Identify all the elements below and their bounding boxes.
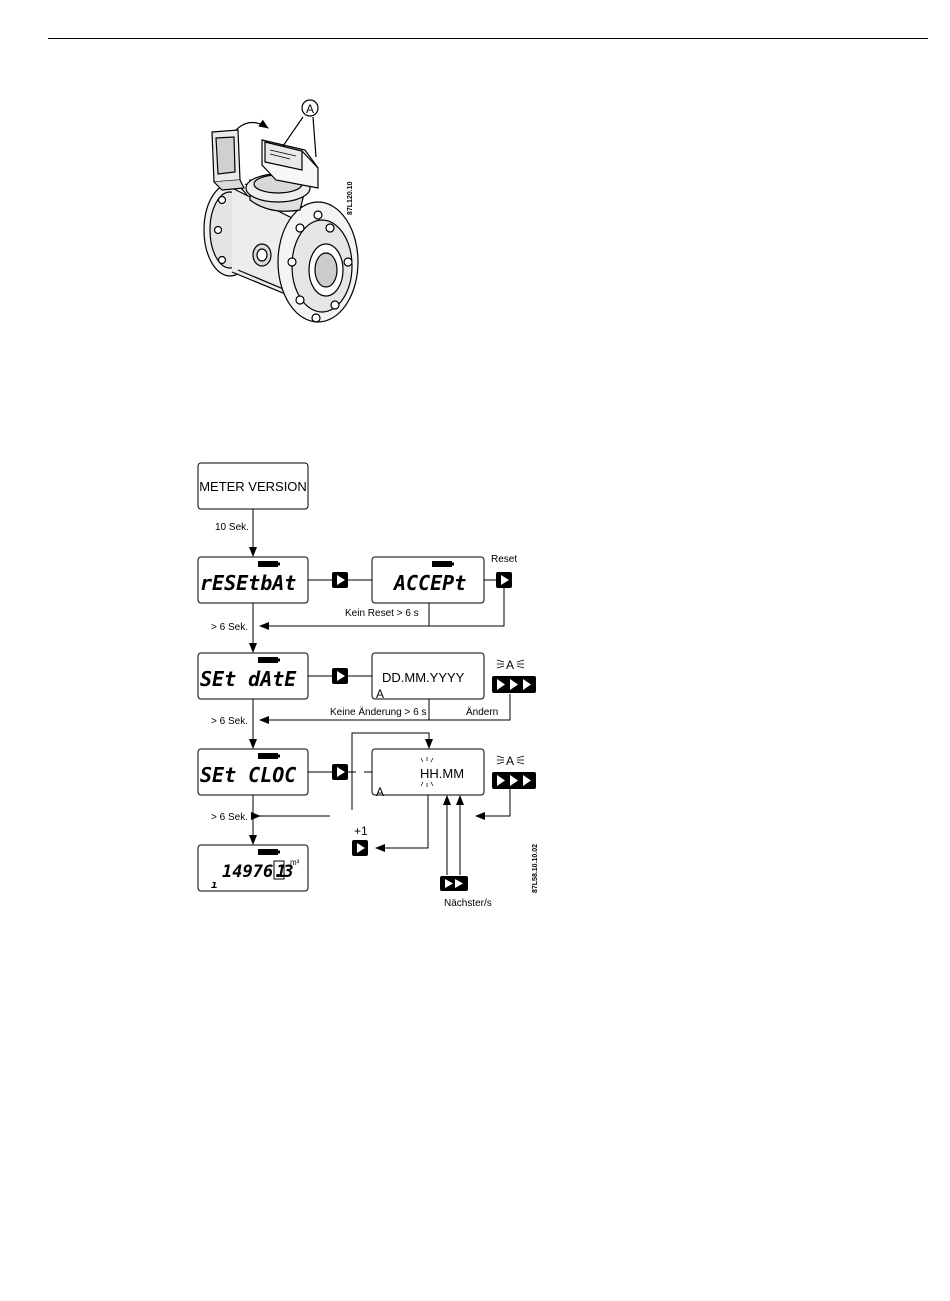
label-6-sek-3: > 6 Sek. xyxy=(211,812,248,823)
callout-a-label: A xyxy=(306,102,314,116)
date-marker: A xyxy=(376,687,384,701)
time-marker: A xyxy=(376,785,384,799)
figure2-code: 87L58.10.10.02 xyxy=(532,844,539,893)
lcd-accept: ACCEPt xyxy=(392,571,466,595)
flow-meter-illustration xyxy=(204,100,358,322)
label-6-sek-1: > 6 Sek. xyxy=(211,622,248,633)
lcd-set-date: SEt dAtE xyxy=(200,667,297,691)
right-flange xyxy=(278,202,358,322)
label-reset: Reset xyxy=(491,554,517,565)
lcd-reset-bat: rESEtbAt xyxy=(200,571,296,595)
volume-marker: ı xyxy=(211,878,218,891)
date-value-text: DD.MM.YYYY xyxy=(382,670,465,685)
label-no-reset: Kein Reset > 6 s xyxy=(345,608,419,619)
lcd-set-clock: SEt CLOC xyxy=(200,763,296,787)
blink-a-label-2: A xyxy=(506,754,514,768)
volume-unit: m³ xyxy=(290,858,300,867)
label-change: Ändern xyxy=(466,706,498,718)
label-10-sek: 10 Sek. xyxy=(215,522,249,533)
fast-forward-triple-icon xyxy=(492,676,536,789)
label-plus-one: +1 xyxy=(354,824,368,838)
meter-version-text: METER VERSION xyxy=(199,479,307,494)
fast-forward-double-icon xyxy=(440,876,468,891)
figure1-code: 87L120.10 xyxy=(347,181,354,215)
label-next: Nächster/s xyxy=(444,898,492,909)
time-value-text: HH.MM xyxy=(420,766,464,781)
label-6-sek-2: > 6 Sek. xyxy=(211,716,248,727)
blink-a-label-1: A xyxy=(506,658,514,672)
display-flowchart: METER VERSION rESEtbAt ACCEPt SEt dAtE D… xyxy=(198,463,539,909)
label-no-change: Keine Änderung > 6 s xyxy=(330,706,426,718)
volume-last-digit: 1 xyxy=(276,862,286,882)
